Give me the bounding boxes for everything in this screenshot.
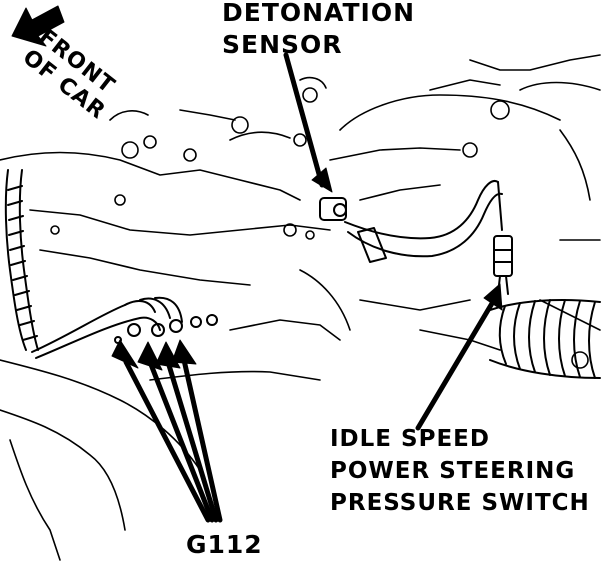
- detonation-sensor-part: [319, 197, 347, 221]
- detonation-sensor-arrow-icon: [283, 52, 325, 188]
- detonation-sensor-label: DETONATION SENSOR: [222, 0, 415, 64]
- engine-fasteners: [50, 87, 589, 369]
- g112-arrow-1-icon: [123, 359, 211, 523]
- g112-arrow-4-icon: [181, 357, 223, 523]
- idle-switch-line-3: PRESSURE SWITCH: [330, 490, 590, 516]
- idle-speed-switch-part: [493, 235, 513, 295]
- idle-switch-line-1: IDLE SPEED: [330, 426, 490, 452]
- g112-arrow-3-icon: [165, 359, 219, 523]
- idle-switch-arrow-icon: [415, 297, 497, 431]
- power-steering-hose: [489, 299, 601, 379]
- ground-wires: [31, 296, 183, 359]
- idle-speed-switch-label: IDLE SPEED POWER STEERING PRESSURE SWITC…: [330, 428, 590, 524]
- engine-outline: [0, 54, 601, 561]
- ground-terminals: [114, 314, 218, 344]
- idle-switch-line-2: POWER STEERING: [330, 458, 576, 484]
- detonation-sensor-line-1: DETONATION: [222, 0, 415, 27]
- front-arrow-icon: [11, 5, 65, 47]
- detonation-sensor-line-2: SENSOR: [222, 30, 343, 59]
- ground-g112-label: G112: [186, 530, 263, 559]
- g112-arrow-2-icon: [147, 359, 215, 523]
- wire-harness-coil: [4, 169, 39, 351]
- sensor-harness: [344, 180, 503, 263]
- leader-arrows: [111, 52, 503, 523]
